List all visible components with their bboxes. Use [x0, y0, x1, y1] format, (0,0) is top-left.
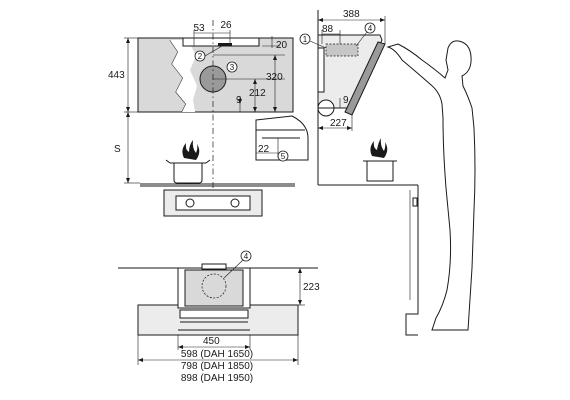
svg-text:1: 1: [303, 35, 308, 44]
svg-text:3: 3: [230, 63, 235, 72]
bracket-slot: [218, 43, 232, 46]
width-option-598: 598 (DAH 1650): [181, 349, 253, 360]
callout-2: 2: [194, 45, 223, 62]
side-dim-9-label: 9: [343, 95, 349, 106]
svg-text:5: 5: [281, 152, 286, 161]
filter-outline: [325, 43, 359, 57]
dim-S-label: S: [114, 144, 121, 155]
person-silhouette: [386, 40, 476, 331]
side-cooking-pot: [366, 160, 394, 182]
side-view: 388 88 9 227 22: [255, 9, 419, 336]
svg-text:4: 4: [244, 252, 249, 261]
svg-text:4: 4: [368, 24, 373, 33]
control-knob-left: [185, 198, 195, 208]
callout-4-side: 4: [355, 22, 376, 47]
callout-3: 3: [226, 61, 238, 73]
dim-320-label: 320: [266, 72, 283, 83]
dim-22-label: 22: [258, 144, 270, 155]
dim-53-label: 53: [193, 23, 205, 34]
side-flame-icon: [370, 138, 388, 158]
wall-break-fill: [170, 40, 197, 112]
dim-227-label: 227: [330, 118, 347, 129]
svg-text:2: 2: [198, 52, 203, 61]
dim-88-label: 88: [322, 24, 334, 35]
plan-view: 223 450 598 (DAH 1650) 798 (DAH 1850) 89…: [118, 263, 320, 384]
dim-212-label: 212: [249, 88, 266, 99]
dim-223-label: 223: [303, 282, 320, 293]
front-view: 53 26 20 443 S 320 212 9: [108, 20, 295, 217]
dim-26-label: 26: [220, 20, 232, 31]
dim-450-label: 450: [203, 336, 220, 347]
callout-5: 5: [277, 150, 289, 162]
dim-20-label: 20: [276, 40, 288, 51]
dim-9-label: 9: [236, 95, 242, 106]
width-option-798: 798 (DAH 1850): [181, 361, 253, 372]
callout-4-plan: 4: [223, 250, 252, 279]
dim-388-label: 388: [343, 9, 360, 20]
dim-443-label: 443: [108, 70, 125, 81]
cooking-pot: [165, 159, 211, 184]
flame-icon: [182, 140, 200, 160]
control-knob-right: [230, 198, 240, 208]
plan-duct-circle: [201, 273, 227, 299]
callout-1: 1: [299, 33, 327, 49]
cabinet-outline: [405, 185, 419, 336]
width-option-898: 898 (DAH 1950): [181, 373, 253, 384]
